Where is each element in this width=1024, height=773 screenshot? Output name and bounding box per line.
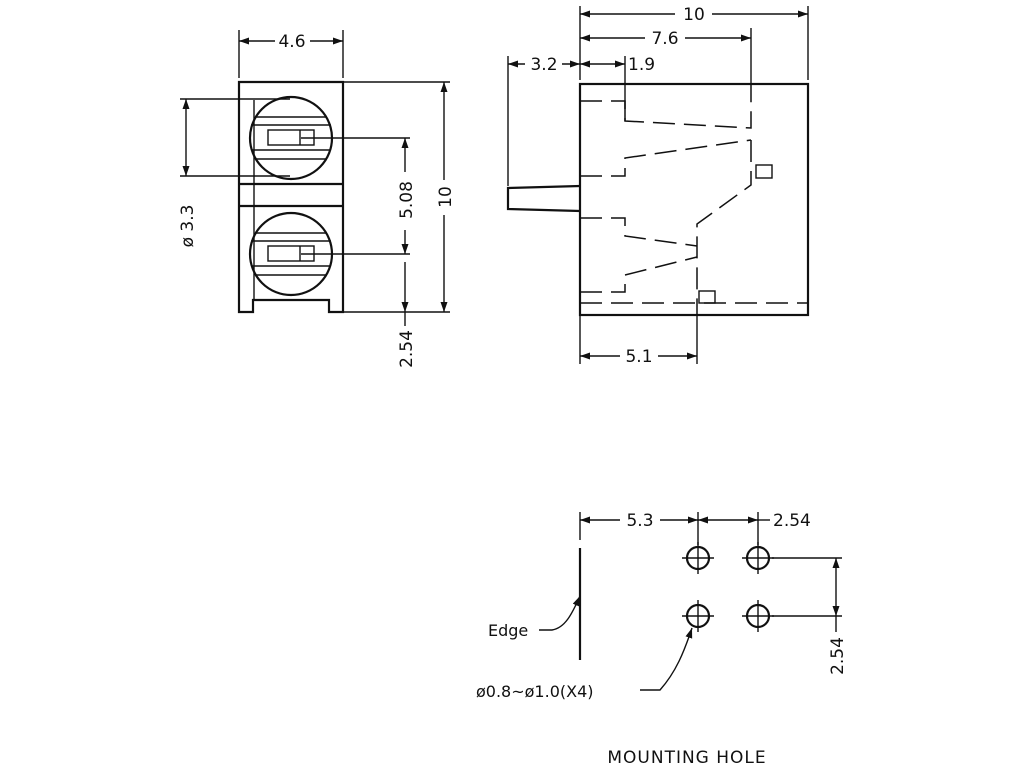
front-height-dimension: 10: [343, 81, 456, 313]
mounting-hole-view: 5.3 2.54 2.54 Edge ø0.8~ø1.0(X4) MOUNTI: [476, 511, 848, 768]
horizontal-pitch-dimension: 2.54: [698, 511, 811, 545]
side-view: 10 7.6 3.2 1.9 5.1: [506, 5, 810, 367]
side-step-label: 1.9: [628, 55, 655, 75]
front-width-dimension: 4.6: [238, 30, 344, 78]
led-pitch-label: 5.08: [397, 181, 417, 219]
edge-callout: Edge: [488, 595, 581, 640]
lens-diameter-dimension: ø 3.3: [178, 98, 290, 248]
side-lead-label: 5.1: [625, 347, 652, 367]
mounting-hole-title: MOUNTING HOLE: [607, 748, 766, 768]
mounting-holes: [682, 542, 774, 632]
front-height-label: 10: [436, 186, 456, 208]
edge-offset-dimension: 5.3: [580, 511, 699, 545]
edge-label: Edge: [488, 621, 528, 640]
front-view: 4.6 ø 3.3 5.08 10 2.5: [178, 30, 456, 368]
vertical-pitch-label: 2.54: [828, 637, 848, 675]
lens-diameter-label: ø 3.3: [178, 205, 198, 248]
led-pitch-dimension: 5.08: [301, 137, 417, 255]
front-bottom-label: 2.54: [397, 330, 417, 368]
hidden-lines: [580, 84, 808, 315]
side-lead-dimension: 5.1: [579, 315, 698, 367]
side-overall-dimension: 10: [579, 5, 809, 80]
horizontal-pitch-label: 2.54: [773, 511, 811, 531]
side-depth-label: 7.6: [651, 29, 678, 49]
side-lens-dimension: 3.2 1.9: [507, 55, 655, 186]
side-overall-label: 10: [683, 5, 705, 25]
edge-offset-label: 5.3: [626, 511, 653, 531]
hole-diameter-callout: ø0.8~ø1.0(X4): [476, 627, 693, 701]
front-bottom-dimension: 2.54: [397, 262, 417, 368]
side-lens-label: 3.2: [530, 55, 557, 75]
front-width-label: 4.6: [278, 32, 305, 52]
side-housing: [506, 82, 810, 317]
hole-diameter-label: ø0.8~ø1.0(X4): [476, 682, 594, 701]
side-depth-dimension: 7.6: [580, 28, 752, 84]
vertical-pitch-dimension: 2.54: [772, 557, 848, 675]
